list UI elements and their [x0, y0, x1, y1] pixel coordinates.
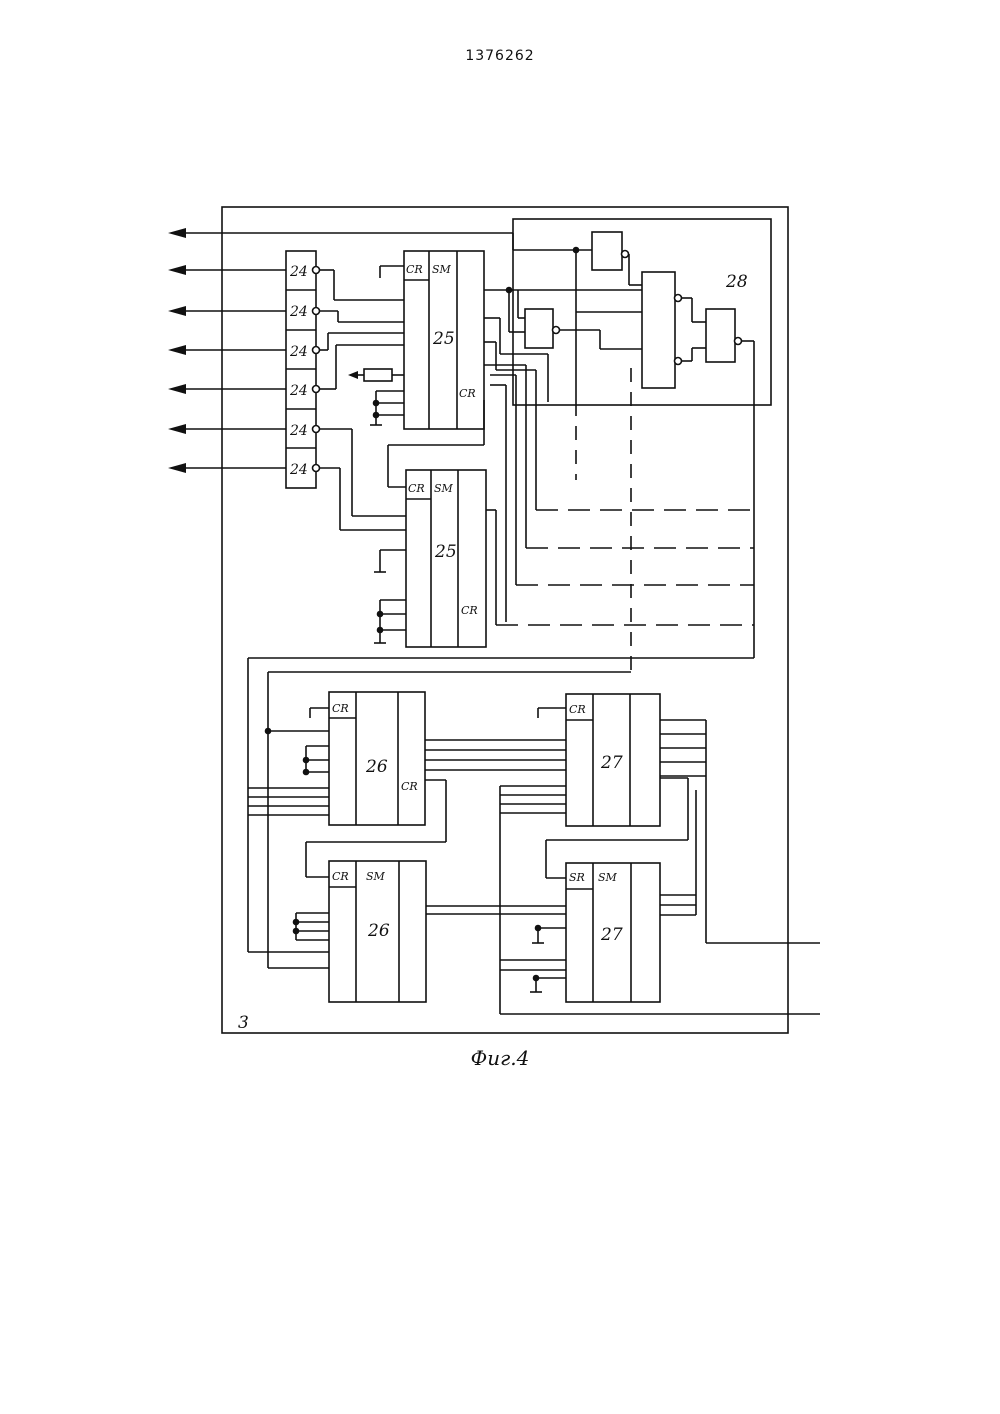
wiring-lower [248, 672, 820, 1014]
adder-25-upper-cr-out: CR [459, 387, 476, 400]
adder-27-lower-sm: SM [598, 871, 618, 884]
output-arrows [168, 228, 513, 473]
adder-25-lower-sm: SM [434, 482, 454, 495]
register-24-label-5: 24 [289, 423, 308, 439]
adder-26-upper-cr-in: CR [332, 702, 349, 715]
adder-26-lower-cr-in: CR [332, 870, 349, 883]
adder-26-lower-sm: SM [366, 870, 386, 883]
adder-27-upper-cr-in: CR [569, 703, 586, 716]
adder-25-lower-cr-in: CR [408, 482, 425, 495]
register-24-label-2: 24 [289, 304, 308, 320]
register-24-label-6: 24 [289, 462, 308, 478]
wiring-bus-25 [484, 342, 754, 680]
sub-block-28-label: 28 [725, 272, 748, 292]
adder-27-upper-number: 27 [600, 753, 623, 773]
adder-25-lower-cr-out: CR [461, 604, 478, 617]
module-label: 3 [238, 1013, 249, 1033]
adder-26-upper-cr-out: CR [401, 780, 418, 793]
adder-27-lower-sr-in: SR [569, 871, 585, 884]
register-24-label-3: 24 [289, 344, 308, 360]
module-frame [222, 207, 788, 1033]
adder-26-lower-number: 26 [367, 921, 390, 941]
register-stack-24 [286, 251, 320, 488]
adder-25-upper-sm: SM [432, 263, 452, 276]
logic-gates-28 [525, 232, 742, 388]
wiring-registers [320, 266, 484, 643]
adder-26-upper-number: 26 [365, 757, 388, 777]
wiring-28 [248, 233, 754, 952]
register-24-label-4: 24 [289, 383, 308, 399]
adder-25-lower-number: 25 [434, 542, 457, 562]
figure-caption: Фиг.4 [0, 1046, 1000, 1070]
adder-25-upper-cr-in: CR [406, 263, 423, 276]
adder-25-upper-number: 25 [432, 329, 455, 349]
adder-27-lower-number: 27 [600, 925, 623, 945]
register-24-label-1: 24 [289, 264, 308, 280]
